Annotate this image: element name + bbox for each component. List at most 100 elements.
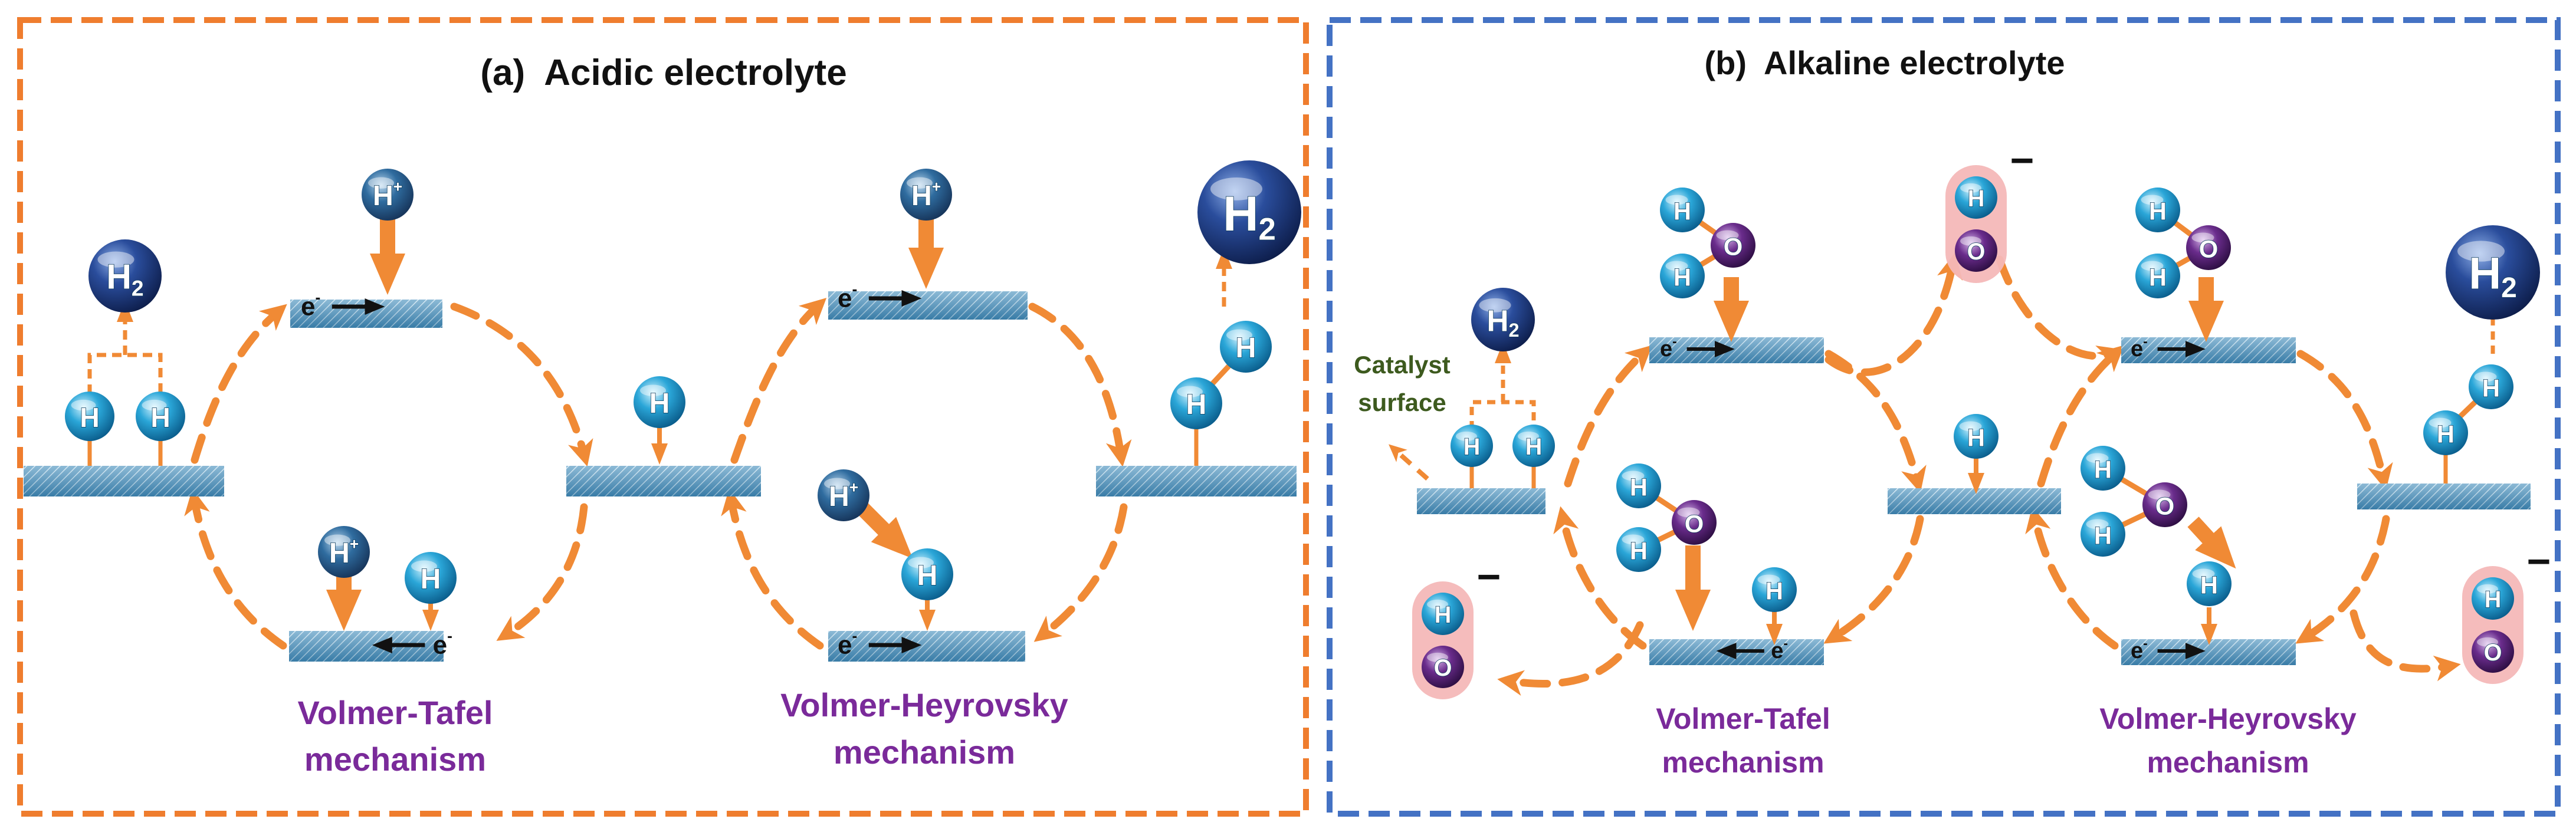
hydroxide-bottom-right-hydrogen-label: H [2485,587,2502,613]
hydroxide-top-hydrogen: H [1955,176,1997,219]
h-atom-a-bottom-left-highlight [411,560,437,572]
catalyst-surface-shade-7 [828,631,1025,662]
flow-arrow-11 [1823,515,1924,644]
h2-molecule-b-left-sphere [1471,288,1535,351]
adsorbed-h-b-right-highlight [2429,417,2452,428]
h2-molecule-b-right: H2 [2446,225,2540,320]
proton-a-top-left-highlight [368,177,394,189]
water1-o-label: O [1724,233,1743,261]
hydroxide-top-hydrogen-label: H [1968,186,1985,212]
proton-a-bottom-right-label-sup: + [849,479,858,496]
flow-arrow-15 [2295,515,2390,644]
water3-o-sphere [1672,500,1717,545]
proton-a-top-right-label-sup: + [932,178,941,196]
hydroxide-top-oxygen-label: O [1967,239,1986,265]
h-atom-b-heyrovsky-highlight [2474,371,2497,382]
panel-b-mechanism-right-line1: Volmer-Heyrovsky [2099,702,2357,735]
adsorbed-h-a-center-sphere [634,376,685,428]
hydroxide-top-oxygen: O [1955,229,1997,272]
water3-h2-label: H [1630,537,1648,565]
adsorbed-h-a-right-label: H [1186,389,1207,420]
water2-h2-sphere [2135,254,2180,298]
adsorbed-h-a-center-highlight [640,384,666,396]
proton-a-bottom-left: H+ [318,526,370,578]
hydroxide-top-hydrogen-sphere [1955,176,1997,219]
water2-o-highlight [2191,232,2214,243]
adsorbed-h-a-bottom-right-highlight [908,557,934,568]
adsorbed-h-b-center-sphere [1954,414,1999,459]
adsorbed-h-b-center: H [1954,414,1999,459]
panel-a-border [17,17,1309,817]
adsorbed-h-a-left-2-label: H [150,402,170,433]
electron-b-bottom-left-sup: - [1783,636,1788,651]
proton-a-bottom-right: H+ [818,469,869,521]
h-atom-a-bottom-left-label: H [421,563,441,595]
water4-h2-sphere [2081,512,2125,557]
water4-h1: H [2081,446,2125,491]
electron-a-top-right-text: e- [838,281,857,313]
catalyst-surface-shade-1 [24,466,224,496]
adsorbed-h-a-center: H [634,376,685,428]
flow-arrow-10 [1824,350,1927,494]
water4-h1-highlight [2086,453,2109,463]
hydroxide-bottom-right-oxygen-label: O [2484,640,2502,666]
flow-arrow-3 [496,503,588,641]
hydroxide-top-hydrogen-highlight [1960,183,1981,193]
panel-b-mechanism-left-line1: Volmer-Tafel [1656,702,1830,735]
flow-arrow-5 [730,298,827,464]
adsorbed-h-b-left-2-highlight [1518,431,1539,441]
water4-h2-highlight [2086,519,2109,530]
panel-a-mechanism-left-line1: Volmer-Tafel [298,694,493,731]
h2-molecule-b-right-highlight [2457,241,2505,262]
water2-h2-label: H [2149,264,2167,291]
flow-arrow-19 [1497,621,1644,696]
electron-b-bottom-right-text: e- [2131,636,2148,663]
proton-a-bottom-left-sphere [318,526,370,578]
adsorbed-h-a-right-highlight [1177,386,1203,397]
flow-arrow-9 [1564,345,1653,488]
h2-molecule-b-left-highlight [1479,298,1511,313]
adsorbed-h-b-left-1-label: H [1463,434,1481,460]
catalyst-surface-shade-3 [1096,466,1297,496]
proton-a-top-right-sphere [900,169,952,221]
water1-h2: H [1660,254,1705,298]
flow-arrow-16 [2025,506,2119,650]
electron-a-top-right: e- [838,281,922,313]
water3-h2: H [1616,527,1661,572]
water3-h2-sphere [1616,527,1661,572]
adsorbed-h-a-left-2-sphere [136,392,185,441]
h-atom-b-bottom-left-label: H [1766,577,1783,605]
tafel-combine-bracket-a [87,353,163,394]
hydroxide-bottom-left-hydrogen-label: H [1435,602,1452,628]
water2-o: O [2186,225,2231,270]
proton-a-top-right: H+ [900,169,952,221]
adsorbed-h-b-right: H [2423,410,2468,455]
adsorbed-h-b-left-2-sphere [1512,425,1555,467]
h2-molecule-a-left-highlight [97,251,134,268]
electron-b-top-right-sup: - [2143,334,2148,349]
h2-molecule-a-right-highlight [1210,177,1262,200]
adsorbed-h-b-bottom-right-label: H [2200,571,2218,599]
h2-molecule-b-left: H2 [1471,288,1535,351]
flow-arrow-17 [1824,252,1963,376]
catalyst-label-arrow [1389,444,1429,481]
panel-a-title: (a) Acidic electrolyte [480,52,846,93]
adsorbed-h-b-bottom-right-sphere [2187,561,2232,606]
h-atom-a-heyrovsky-highlight [1226,329,1252,341]
panel-a-mechanism-right-line1: Volmer-Heyrovsky [780,686,1068,724]
catalyst-surface-label-line1: Catalyst [1354,351,1450,379]
water3-h1-label: H [1630,473,1648,501]
hydroxide-top-charge: − [2010,137,2034,183]
h-atom-b-heyrovsky-sphere [2469,364,2513,409]
h-atom-a-heyrovsky: H [1220,321,1272,373]
water1-h1-label: H [1673,198,1691,225]
panel-a-mechanism-left-line2: mechanism [304,741,486,778]
h-atom-b-heyrovsky: H [2469,364,2513,409]
hydroxide-bottom-right-hydrogen-highlight [2477,584,2498,594]
adsorbed-h-a-left-1-label: H [80,402,99,433]
hydroxide-bottom-right-hydrogen-sphere [2472,577,2514,620]
adsorbed-h-b-left-1-sphere [1451,425,1493,467]
hydroxide-bottom-left-oxygen-label: O [1434,655,1452,681]
